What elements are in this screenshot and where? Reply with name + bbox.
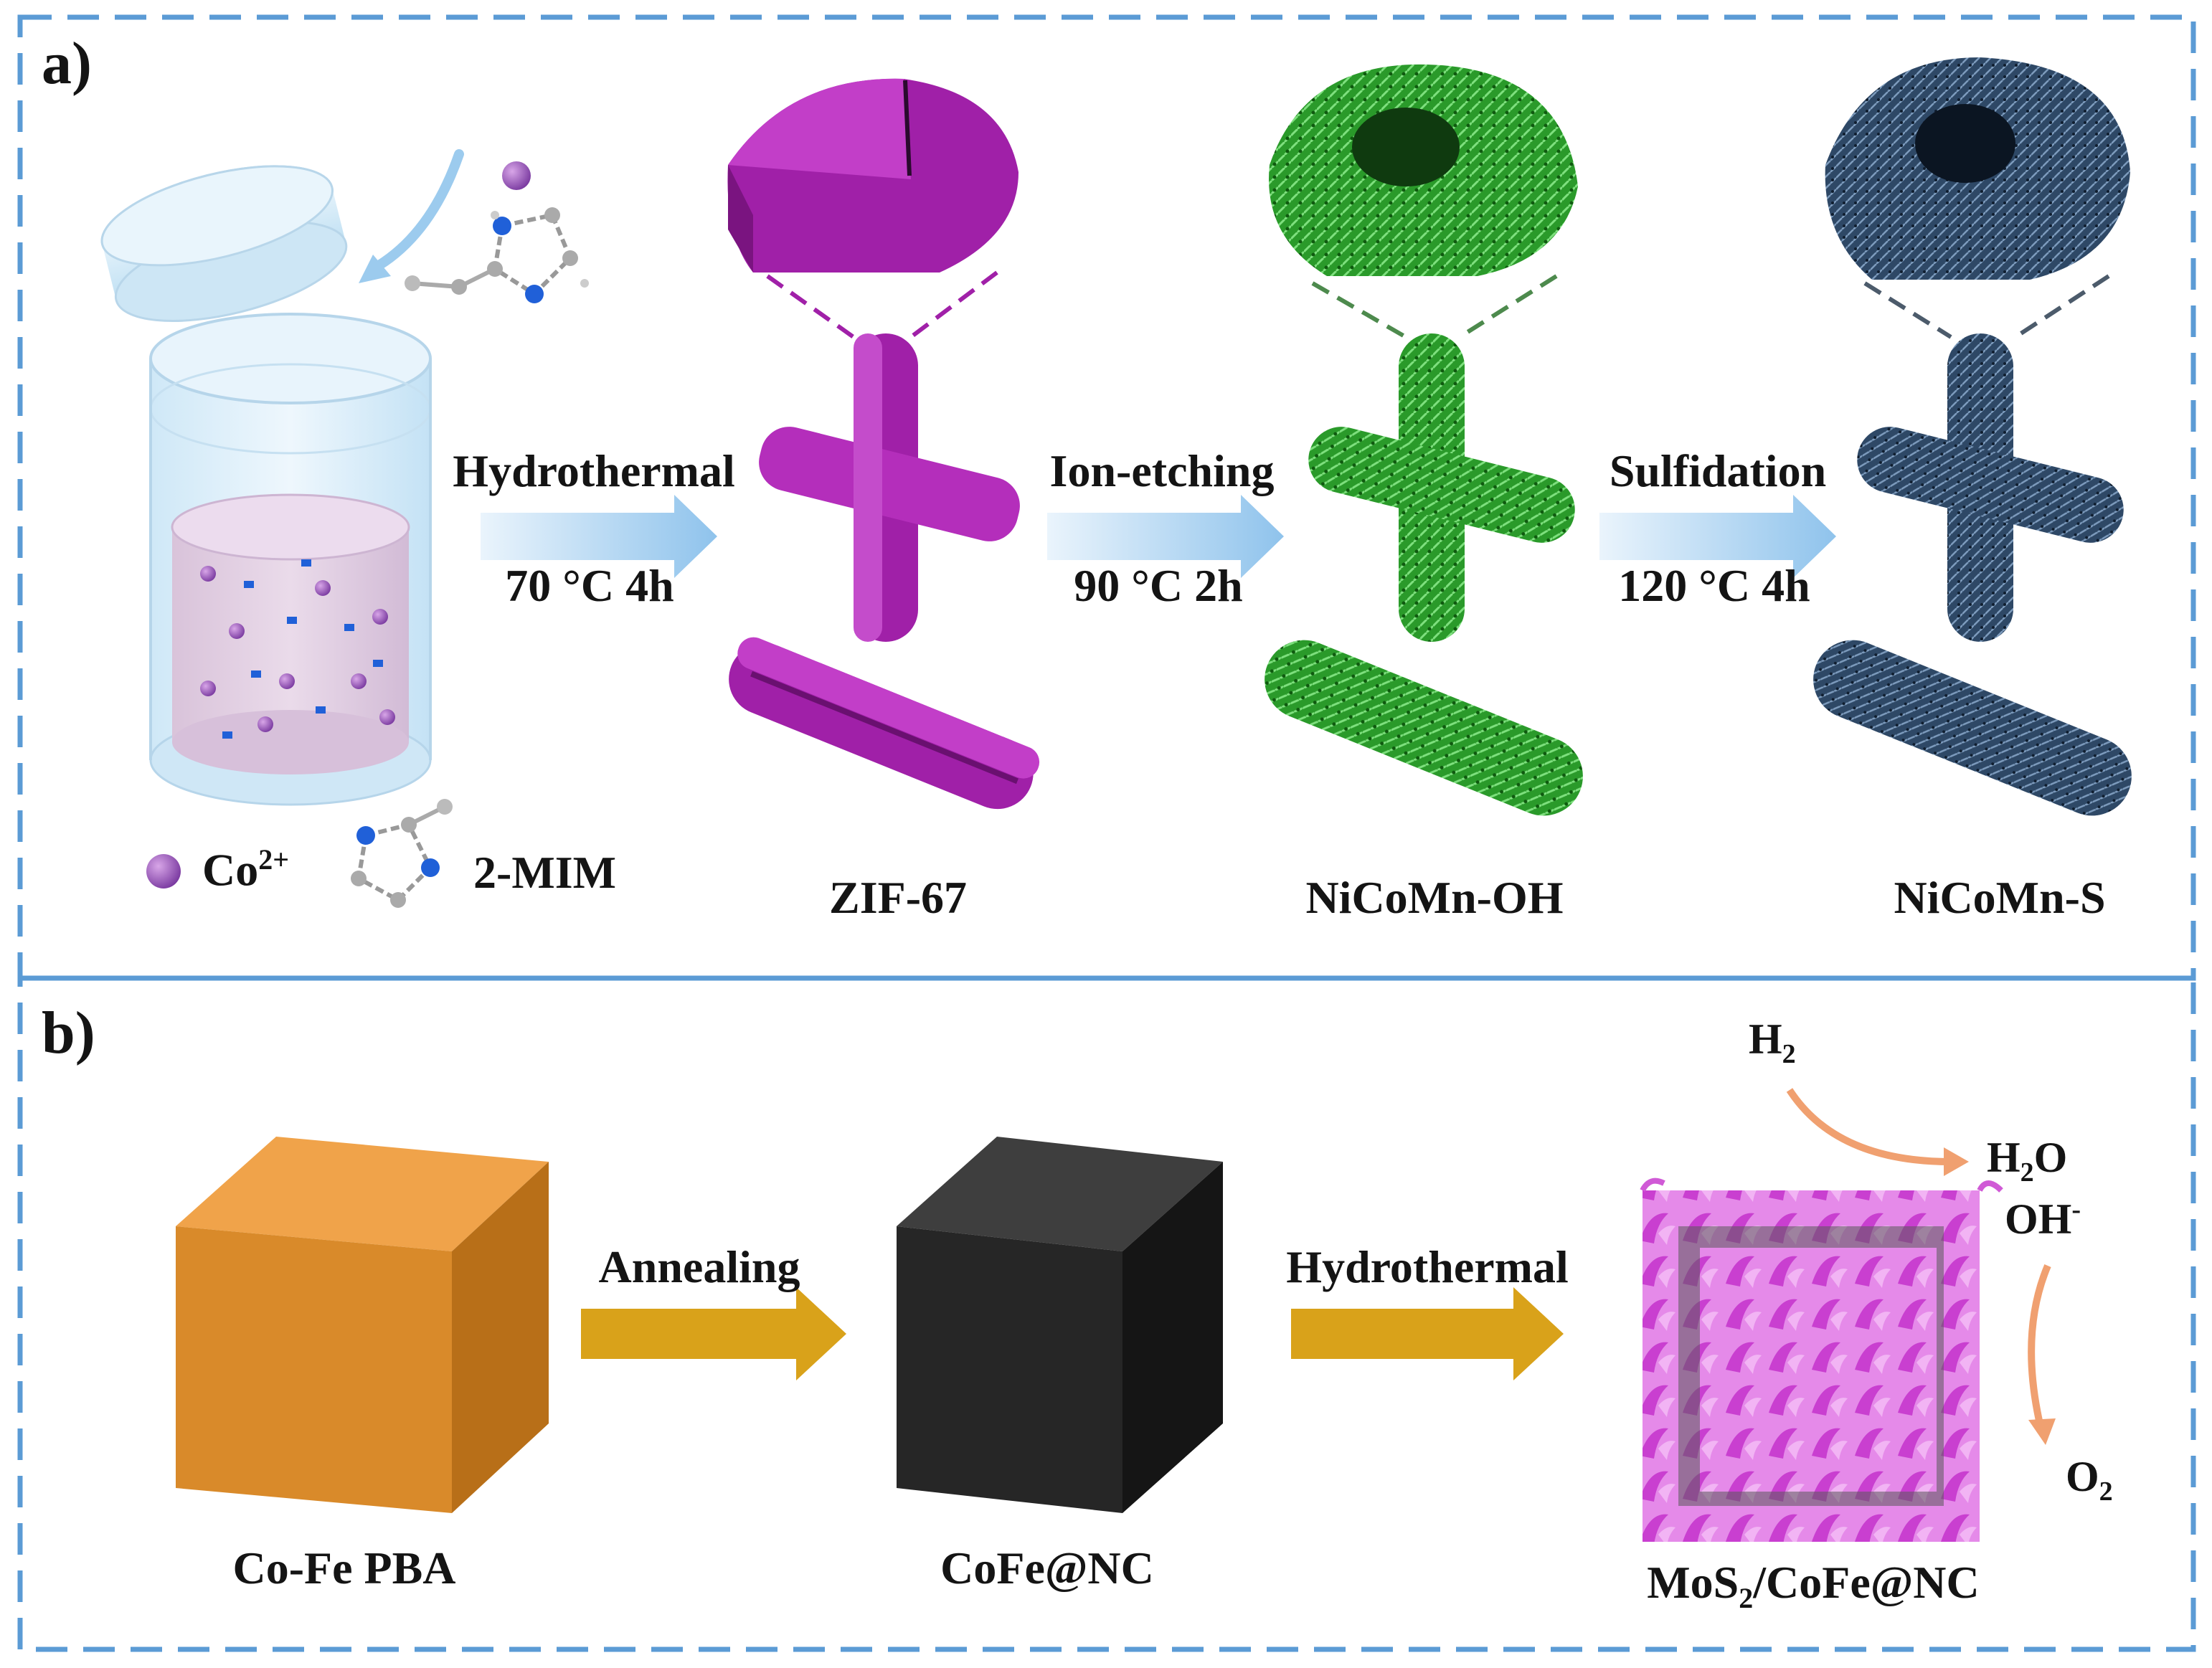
mim-molecule-top bbox=[405, 207, 589, 303]
species-h2o-label: H2O bbox=[1987, 1134, 2068, 1188]
solution bbox=[172, 527, 409, 742]
step-a1-condition: 70 °C 4h bbox=[505, 560, 674, 611]
product-cofe-label: CoFe@NC bbox=[940, 1543, 1154, 1593]
legend-mim-label: 2-MIM bbox=[473, 847, 617, 898]
step-a2-method: Ion-etching bbox=[1049, 445, 1275, 496]
nicomn-oh-particle bbox=[1265, 64, 1583, 816]
step-a2-condition: 90 °C 2h bbox=[1074, 560, 1243, 611]
nicomn-s-cross bbox=[1857, 333, 2124, 642]
arrow-sulfidation bbox=[1599, 495, 1836, 578]
zif67-cross bbox=[759, 333, 1020, 642]
cofe-nc-cube bbox=[897, 1137, 1223, 1513]
o2-evolution-arrowhead bbox=[2028, 1418, 2056, 1445]
panel-a-label: a) bbox=[42, 30, 92, 97]
mos2-cofe-nc-cube bbox=[1640, 1177, 2003, 1542]
panel-b-label: b) bbox=[42, 1000, 95, 1066]
zif67-rod bbox=[729, 637, 1040, 810]
nicomn-oh-rod bbox=[1265, 640, 1583, 816]
panel-b-border bbox=[17, 975, 2196, 1652]
step-a1-method: Hydrothermal bbox=[453, 445, 735, 496]
arrow-hydrothermal-a bbox=[481, 495, 717, 578]
product-mos2-label: MoS2/CoFe@NC bbox=[1647, 1557, 1980, 1614]
nicomn-oh-cross bbox=[1308, 333, 1575, 642]
dissolved-co-ions bbox=[200, 566, 395, 732]
species-oh-label: OH- bbox=[2005, 1195, 2081, 1243]
reaction-jar bbox=[100, 165, 432, 806]
feed-arrowhead bbox=[359, 255, 391, 283]
dissolved-ligands bbox=[222, 559, 383, 739]
feed-arrow bbox=[368, 149, 464, 274]
zif67-particle bbox=[727, 78, 1040, 810]
co-ion-atom bbox=[502, 161, 531, 190]
species-h2-label: H2 bbox=[1749, 1015, 1796, 1069]
step-b1-method: Annealing bbox=[598, 1241, 800, 1292]
co-fe-pba-cube bbox=[176, 1137, 549, 1513]
o2-evolution-arrow bbox=[2028, 1264, 2051, 1428]
nicomn-s-rod bbox=[1813, 640, 2132, 816]
legend-co-ion-icon bbox=[146, 854, 181, 889]
legend-mim-icon bbox=[351, 799, 453, 908]
panel-a-border bbox=[17, 14, 2196, 981]
jar-lid bbox=[100, 165, 348, 323]
arrow-hydrothermal-b bbox=[1291, 1287, 1564, 1380]
step-b2-method: Hydrothermal bbox=[1286, 1241, 1569, 1292]
species-o2-label: O2 bbox=[2066, 1453, 2113, 1507]
arrow-annealing bbox=[581, 1287, 846, 1380]
product-pba-label: Co-Fe PBA bbox=[232, 1543, 456, 1593]
product-nicomn-oh-label: NiCoMn-OH bbox=[1305, 872, 1564, 923]
h2-evolution-arrow bbox=[1786, 1088, 1952, 1165]
legend-co-ion-label: Co2+ bbox=[202, 843, 290, 896]
product-zif67-label: ZIF-67 bbox=[829, 872, 967, 923]
step-a3-condition: 120 °C 4h bbox=[1618, 560, 1810, 611]
arrow-ion-etching bbox=[1047, 495, 1284, 578]
nicomn-s-particle bbox=[1813, 57, 2132, 816]
product-nicomn-s-label: NiCoMn-S bbox=[1894, 872, 2106, 923]
h2-evolution-arrowhead bbox=[1944, 1147, 1969, 1176]
step-a3-method: Sulfidation bbox=[1609, 445, 1827, 496]
